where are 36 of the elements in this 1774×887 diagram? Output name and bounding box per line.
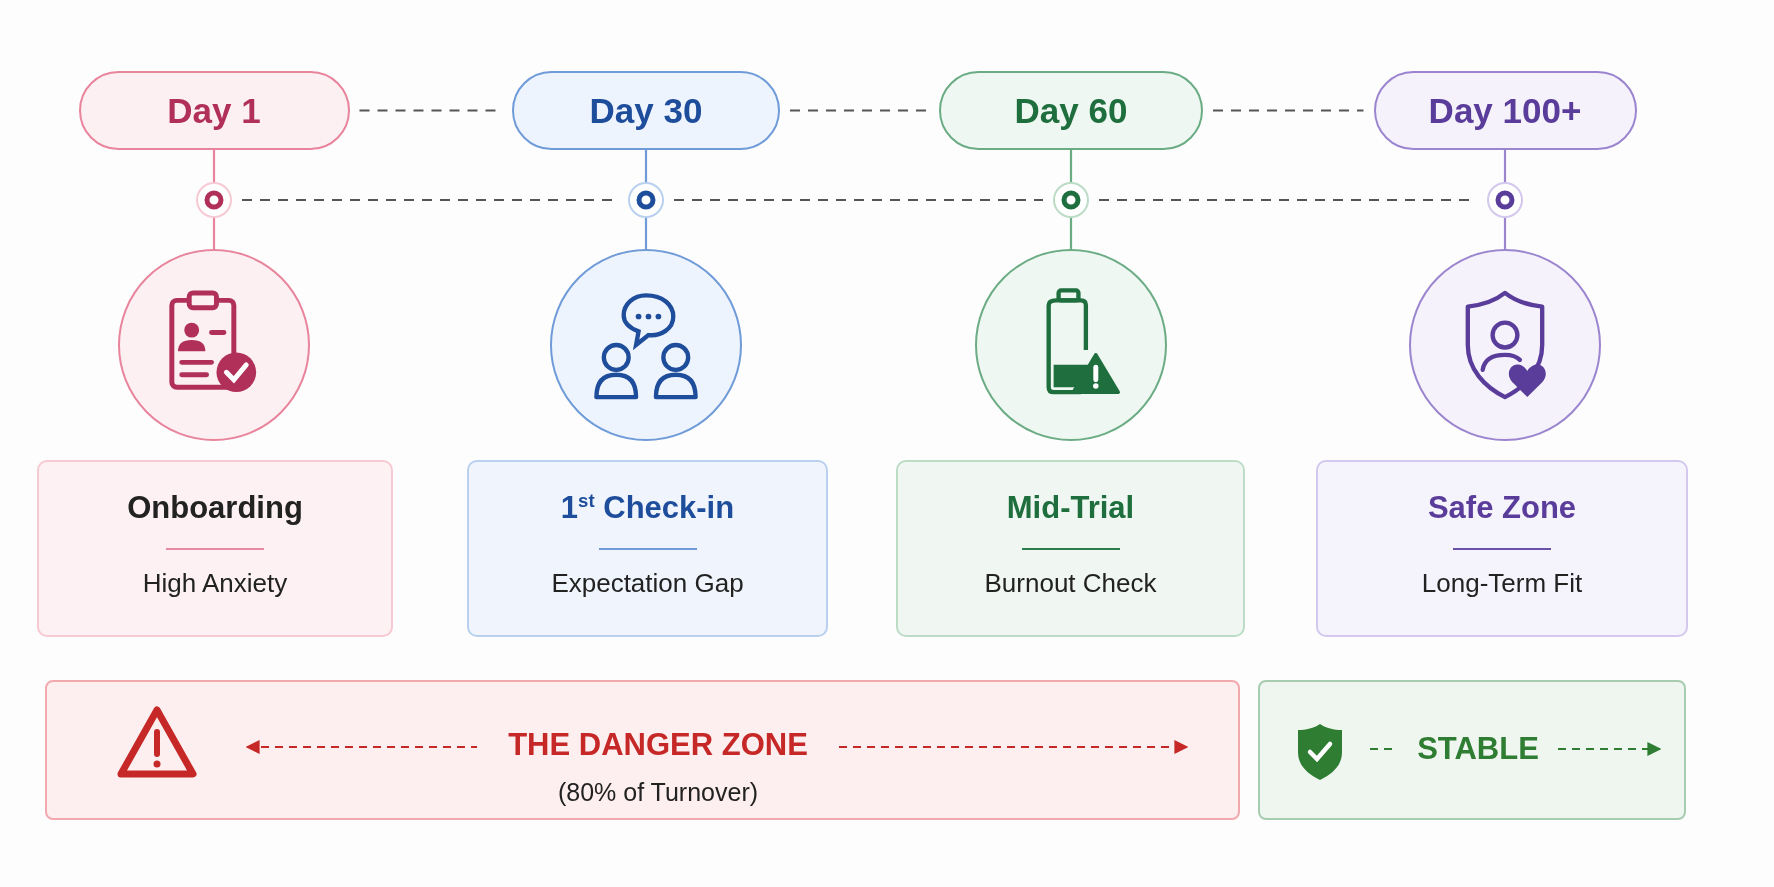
connector-line	[644, 150, 648, 182]
dashed-connector	[1213, 109, 1364, 112]
connector-line	[1069, 218, 1073, 249]
zone-note: (80% of Turnover)	[556, 778, 760, 807]
connector-line	[212, 218, 216, 249]
card-subtitle: Long-Term Fit	[1421, 568, 1583, 599]
stage-card	[467, 460, 828, 637]
day-label: Day 1	[167, 90, 261, 131]
timeline-dot	[1053, 182, 1089, 218]
day-label: Day 60	[1014, 90, 1128, 131]
connector-line	[644, 218, 648, 249]
dashed-connector	[674, 198, 1043, 202]
timeline-dot	[1487, 182, 1523, 218]
card-title: 1$^{st}$ Check-in	[560, 490, 735, 527]
dashed-connector	[790, 109, 929, 112]
timeline-dot	[196, 182, 232, 218]
day-label: Day 30	[589, 90, 703, 131]
connector-line	[1069, 150, 1073, 182]
card-title: Safe Zone	[1427, 490, 1577, 526]
zone-title: STABLE	[1416, 731, 1540, 767]
danger-zone-band	[45, 680, 1240, 820]
connector-line	[212, 150, 216, 182]
day-label: Day 100+	[1428, 90, 1582, 131]
stable-zone-band	[1258, 680, 1686, 820]
connector-line	[1503, 150, 1507, 182]
stage-card	[37, 460, 393, 637]
card-subtitle: Burnout Check	[984, 568, 1157, 599]
card-title: Onboarding	[127, 490, 303, 526]
card-title: Mid-Trial	[1006, 490, 1135, 526]
zone-title: THE DANGER ZONE	[507, 727, 809, 763]
connector-line	[1503, 218, 1507, 249]
timeline-dot	[628, 182, 664, 218]
stage-card	[896, 460, 1245, 637]
stage-card	[1316, 460, 1688, 637]
card-subtitle: High Anxiety	[142, 568, 288, 599]
card-subtitle: Expectation Gap	[551, 568, 744, 600]
